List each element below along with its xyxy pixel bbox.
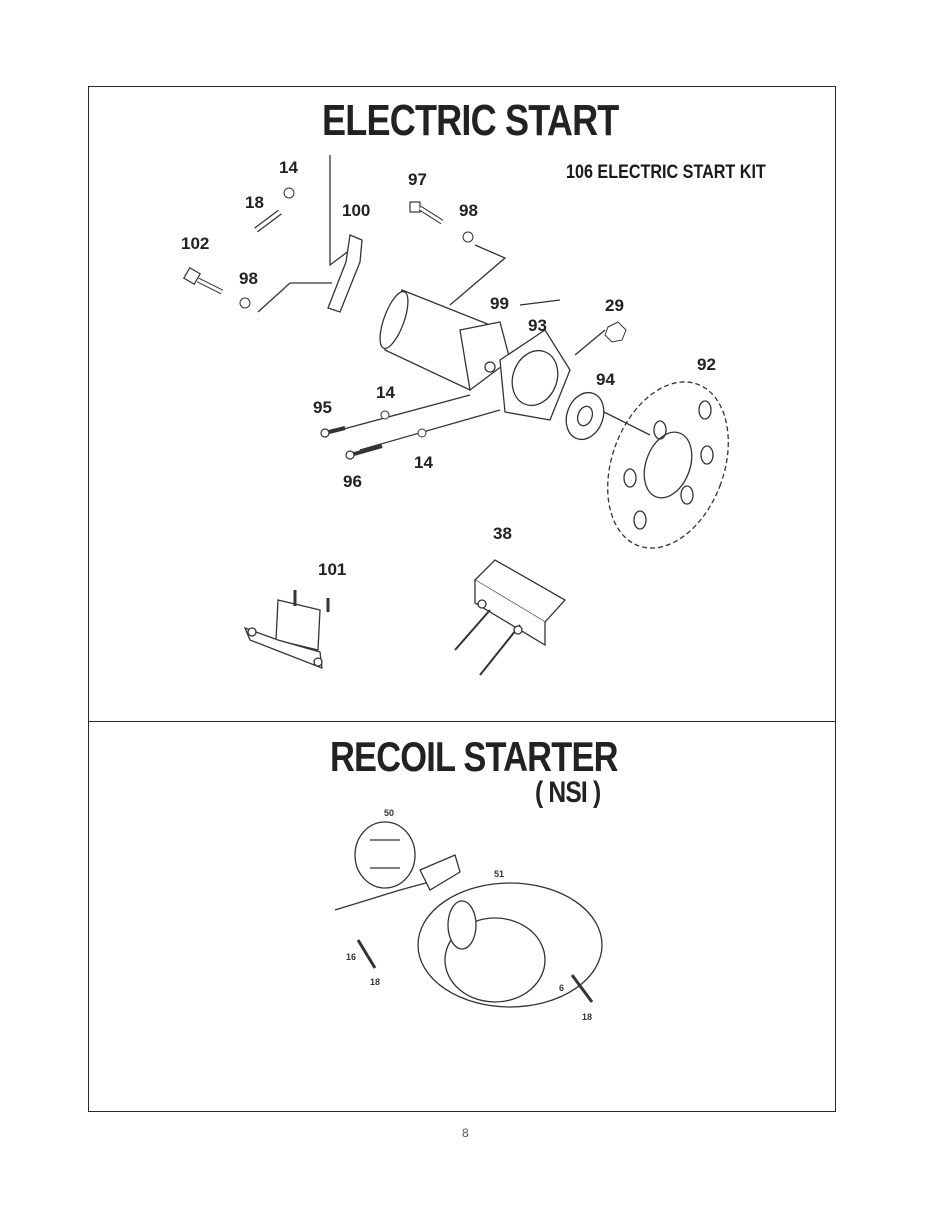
ring-gear-icon bbox=[607, 381, 729, 549]
part-label: 18 bbox=[370, 977, 380, 987]
bolt-icon bbox=[409, 201, 444, 225]
bolt-icon bbox=[182, 266, 224, 295]
part-label: 16 bbox=[346, 952, 356, 962]
part-label: 99 bbox=[490, 294, 509, 313]
part-label: 98 bbox=[239, 269, 258, 288]
rectifier-icon bbox=[454, 559, 567, 676]
recoil-starter-title: RECOIL STARTER bbox=[330, 733, 618, 780]
solenoid-icon bbox=[243, 590, 330, 670]
part-label: 98 bbox=[459, 201, 478, 220]
bracket-icon bbox=[327, 234, 363, 313]
section-divider bbox=[88, 721, 836, 722]
part-label: 50 bbox=[384, 808, 394, 818]
page-border bbox=[88, 86, 836, 1112]
part-label: 95 bbox=[313, 398, 332, 417]
part-label: 96 bbox=[343, 472, 362, 491]
part-label: 18 bbox=[582, 1012, 592, 1022]
part-label: 51 bbox=[494, 869, 504, 879]
part-label: 29 bbox=[605, 296, 624, 315]
washer-icon bbox=[417, 428, 427, 438]
nut-icon bbox=[604, 321, 627, 343]
screw-icon bbox=[320, 426, 383, 460]
adapter-plate-icon bbox=[499, 329, 571, 421]
part-label: 102 bbox=[181, 234, 209, 253]
part-label: 93 bbox=[528, 316, 547, 335]
kit-label: 106 ELECTRIC START KIT bbox=[566, 162, 766, 183]
part-label: 97 bbox=[408, 170, 427, 189]
recoil-subtitle: ( NSI ) bbox=[535, 776, 601, 809]
screw-icon bbox=[356, 939, 594, 1003]
part-label: 18 bbox=[245, 193, 264, 212]
page-number: 8 bbox=[462, 1126, 469, 1140]
part-label: 94 bbox=[596, 370, 615, 389]
part-label: 14 bbox=[279, 158, 298, 177]
part-label: 6 bbox=[559, 983, 564, 993]
washer-icon bbox=[239, 297, 251, 309]
part-label: 100 bbox=[342, 201, 370, 220]
washer-icon bbox=[380, 410, 390, 420]
leader-line bbox=[257, 282, 332, 313]
starter-motor-icon bbox=[379, 289, 511, 392]
leader-line bbox=[574, 329, 606, 356]
leader-line bbox=[599, 409, 651, 436]
washer-icon bbox=[462, 231, 474, 243]
leader-line bbox=[339, 394, 471, 431]
leader-line bbox=[359, 409, 501, 451]
leader-line bbox=[449, 244, 507, 306]
part-label: 38 bbox=[493, 524, 512, 543]
leader-line bbox=[519, 299, 561, 306]
washer-icon bbox=[283, 187, 295, 199]
part-label: 14 bbox=[376, 383, 395, 402]
electric-start-title: ELECTRIC START bbox=[322, 96, 619, 145]
part-label: 14 bbox=[414, 453, 433, 472]
part-label: 92 bbox=[697, 355, 716, 374]
part-label: 101 bbox=[318, 560, 346, 579]
bolt-icon bbox=[254, 209, 282, 233]
spacer-washer-icon bbox=[565, 391, 605, 441]
recoil-starter-icon bbox=[354, 821, 603, 1008]
leader-line bbox=[329, 155, 351, 267]
